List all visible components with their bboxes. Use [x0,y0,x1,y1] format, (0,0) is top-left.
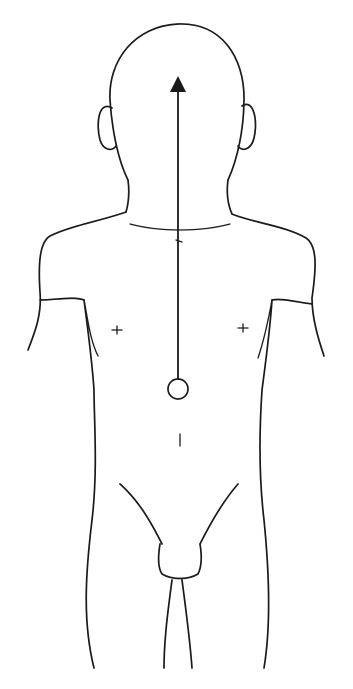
right-groin-line [200,484,238,544]
neck-left [126,180,129,212]
genital-outline [159,544,202,579]
sternal-notch [176,240,182,242]
inner-left-leg [164,580,172,668]
clavicle-line [130,224,230,230]
left-nipple [112,326,122,334]
umbilicus-circle-marker [168,379,188,399]
left-armpit [40,298,84,300]
torso-right-outline [232,214,324,668]
head-outline [110,24,244,180]
right-armpit [272,299,312,304]
torso-left-outline [28,212,126,668]
left-groin-line [120,484,162,544]
left-arm-edge [84,300,98,356]
right-nipple [238,324,248,332]
arrow-head-icon [170,76,186,92]
inner-right-leg [182,580,192,668]
neck-right [227,180,232,214]
